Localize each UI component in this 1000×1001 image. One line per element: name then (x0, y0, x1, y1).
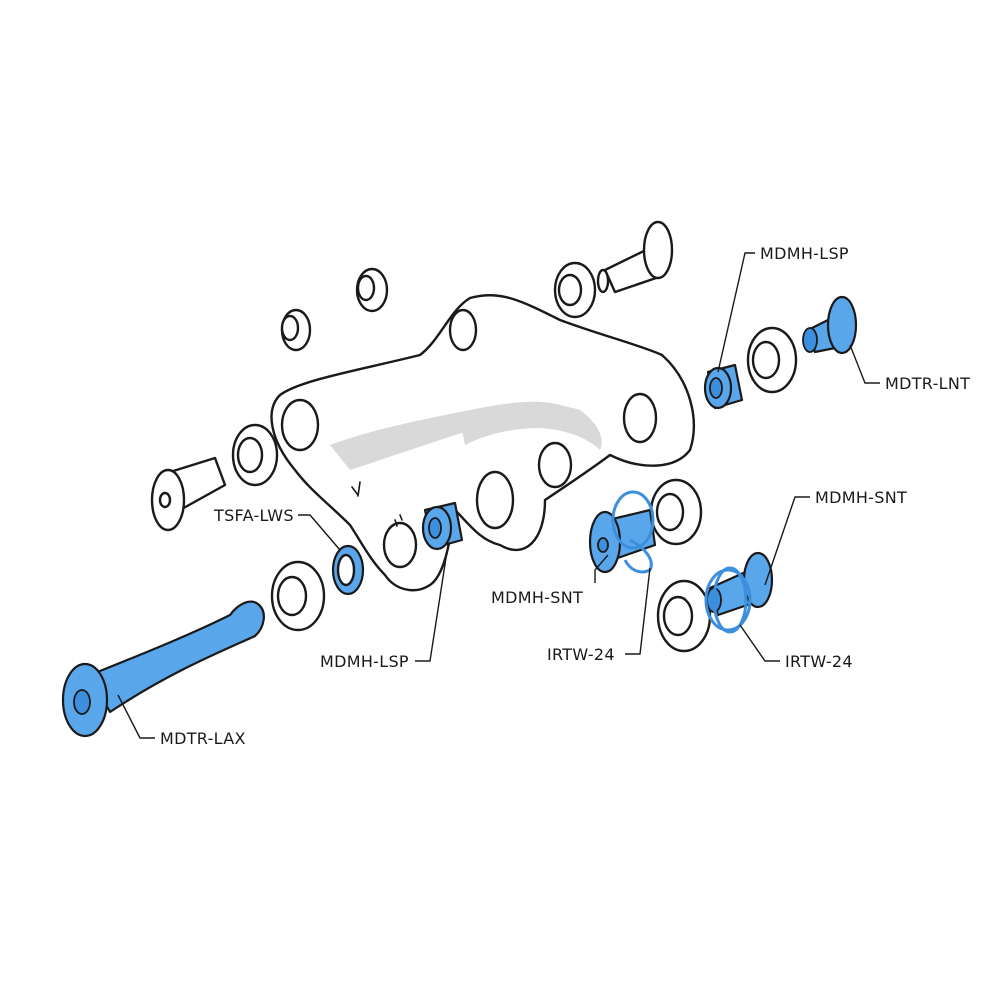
part-mdmh-snt-right (704, 551, 774, 632)
bearing-upper-mid (355, 267, 389, 313)
part-tsfa-lws (331, 544, 365, 596)
callout-mdtr-lax: MDTR-LAX (160, 729, 246, 748)
callout-tsfa-lws: TSFA-LWS (213, 506, 294, 525)
part-mdmh-lsp-bottom (421, 501, 464, 551)
bearing-center (649, 478, 703, 546)
callout-irtw-24-center: IRTW-24 (547, 645, 615, 664)
bearing-lower-left (270, 560, 326, 632)
callout-mdmh-snt-center: MDMH-SNT (491, 588, 583, 607)
part-mdmh-snt-center (588, 490, 657, 574)
bearing-left (231, 423, 279, 487)
bolt-top (596, 220, 674, 294)
callout-mdmh-lsp-bottom: MDMH-LSP (320, 652, 409, 671)
bearing-right-upper (746, 326, 798, 394)
callout-irtw-24-right: IRTW-24 (785, 652, 853, 671)
part-mdtr-lax (61, 600, 265, 738)
part-mdtr-lnt (802, 295, 858, 355)
callout-mdmh-snt-right: MDMH-SNT (815, 488, 907, 507)
bearing-top (553, 261, 597, 319)
callout-mdmh-lsp-top: MDMH-LSP (760, 244, 849, 263)
part-irtw-24-right (712, 566, 748, 634)
callout-mdtr-lnt: MDTR-LNT (885, 374, 970, 393)
linkage-frame (270, 294, 695, 592)
leader-lines (117, 252, 880, 739)
bearing-lower-right (656, 579, 712, 653)
part-mdmh-lsp-top (703, 363, 744, 410)
bearing-upper-left (280, 308, 312, 352)
bolt-left (150, 456, 227, 532)
